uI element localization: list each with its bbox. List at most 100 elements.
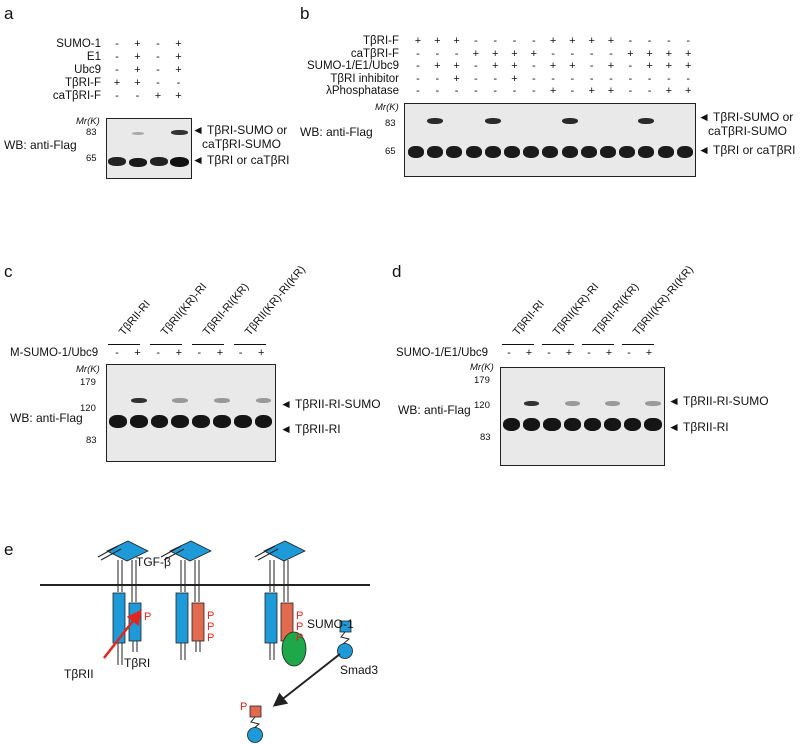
sign-mark: - bbox=[416, 47, 420, 60]
condition-label: λPhosphatase bbox=[326, 85, 399, 97]
sign-mark: - bbox=[493, 72, 498, 85]
sign-mark: - bbox=[570, 47, 575, 60]
panel-c-label: c bbox=[4, 262, 13, 281]
smad3-label: Smad3 bbox=[340, 663, 378, 677]
sign-mark: - bbox=[416, 60, 420, 72]
blot-band bbox=[233, 415, 252, 428]
condition-label: SUMO-1/E1/Ubc9 bbox=[396, 347, 489, 359]
sign-mark: + bbox=[665, 85, 673, 97]
tgf-beta-ligand bbox=[97, 540, 149, 562]
blot-band bbox=[657, 146, 674, 158]
tgf-beta-ligand bbox=[254, 540, 306, 562]
sign-mark: - bbox=[238, 347, 243, 359]
blot-band bbox=[170, 157, 189, 167]
translocation-arrow bbox=[272, 653, 341, 707]
sign-mark: - bbox=[512, 35, 517, 47]
blot-band bbox=[171, 415, 190, 428]
blot-band bbox=[600, 146, 616, 158]
mr-label: Mr(K) bbox=[76, 364, 100, 375]
receptor-arrow-label: ◄ TβRI or caTβRI bbox=[698, 143, 796, 157]
sumo-1-ellipse bbox=[281, 631, 307, 667]
sign-mark: - bbox=[627, 347, 631, 359]
sign-mark: - bbox=[628, 35, 633, 47]
blot-band bbox=[255, 398, 272, 403]
receptor-complex-2 bbox=[160, 540, 212, 660]
blot-band bbox=[543, 418, 561, 431]
mr-label: Mr(K) bbox=[76, 116, 100, 127]
sign-mark: - bbox=[474, 72, 478, 85]
sign-mark: + bbox=[175, 347, 183, 359]
condition-label: TβRI inhibitor bbox=[330, 72, 399, 85]
blot-band bbox=[214, 398, 230, 403]
panel-b-blot bbox=[404, 103, 696, 177]
sign-mark: + bbox=[453, 60, 460, 72]
sign-mark: + bbox=[175, 51, 182, 63]
sign-mark: - bbox=[628, 72, 633, 85]
sign-mark: - bbox=[435, 72, 440, 85]
sign-mark: - bbox=[156, 77, 160, 89]
panel-b-label: b bbox=[300, 4, 310, 23]
blot-band bbox=[523, 146, 540, 158]
blot-band bbox=[254, 415, 273, 428]
sign-mark: - bbox=[135, 90, 140, 102]
sign-mark: + bbox=[607, 60, 615, 72]
sign-mark: - bbox=[587, 347, 591, 359]
phosphorylation-arrow bbox=[103, 609, 142, 659]
condition-label: caTβRI-F bbox=[350, 47, 399, 60]
panel-d-blot bbox=[500, 367, 665, 466]
blot-band bbox=[129, 415, 148, 428]
sign-mark: + bbox=[154, 90, 162, 102]
blot-band bbox=[130, 398, 147, 403]
sign-mark: + bbox=[665, 60, 673, 72]
sign-mark: - bbox=[115, 38, 119, 50]
sign-mark: - bbox=[416, 85, 420, 97]
blot-band bbox=[605, 401, 621, 406]
blot-band bbox=[172, 398, 189, 403]
condition-label: SUMO-1/E1/Ubc9 bbox=[306, 60, 399, 72]
blot-band bbox=[561, 146, 578, 158]
sign-mark: - bbox=[647, 72, 652, 85]
marker-120: 120 bbox=[474, 400, 490, 411]
sign-mark: - bbox=[589, 60, 594, 72]
phospho-label: P bbox=[240, 701, 247, 713]
blot-band bbox=[150, 157, 168, 166]
lane-title: TβRII-RI bbox=[116, 298, 153, 338]
sign-mark: + bbox=[257, 347, 265, 359]
marker-83: 83 bbox=[480, 432, 491, 443]
sign-mark: - bbox=[547, 347, 551, 359]
sign-mark: + bbox=[665, 47, 673, 60]
sumo-arrow-label: ◄ TβRII-RI-SUMO bbox=[668, 394, 769, 408]
blot-band bbox=[504, 146, 520, 158]
blot-band bbox=[523, 418, 541, 431]
blot-band bbox=[676, 146, 693, 158]
sign-mark: + bbox=[434, 35, 441, 47]
receptor-arrow-label: ◄ TβRII-RI bbox=[668, 420, 729, 434]
blot-band bbox=[465, 146, 482, 158]
tgf-beta-label: TGF-β bbox=[136, 555, 171, 569]
sign-mark: - bbox=[493, 35, 498, 47]
sign-mark: - bbox=[609, 47, 613, 60]
condition-label: SUMO-1 bbox=[56, 38, 101, 50]
sign-mark: - bbox=[570, 72, 575, 85]
blot-band bbox=[542, 146, 559, 158]
sign-mark: - bbox=[589, 47, 594, 60]
sign-mark: + bbox=[453, 35, 460, 47]
sign-mark: - bbox=[647, 35, 652, 47]
blot-band bbox=[408, 146, 424, 158]
blot-band bbox=[192, 415, 210, 428]
sign-mark: + bbox=[525, 347, 533, 359]
sign-mark: + bbox=[434, 60, 441, 72]
sign-mark: - bbox=[531, 72, 536, 85]
sign-mark: + bbox=[565, 347, 573, 359]
sign-mark: + bbox=[569, 35, 576, 47]
phospho-label: P bbox=[207, 621, 214, 633]
panel-e-label: e bbox=[4, 540, 14, 559]
sign-mark: + bbox=[216, 347, 224, 359]
sign-mark: + bbox=[684, 85, 692, 97]
sign-mark: - bbox=[551, 47, 555, 60]
sign-mark: + bbox=[646, 60, 653, 72]
blot-band bbox=[129, 158, 147, 167]
condition-label: TβRI-F bbox=[363, 35, 399, 47]
sign-mark: + bbox=[134, 77, 141, 89]
sign-mark: - bbox=[589, 72, 594, 85]
